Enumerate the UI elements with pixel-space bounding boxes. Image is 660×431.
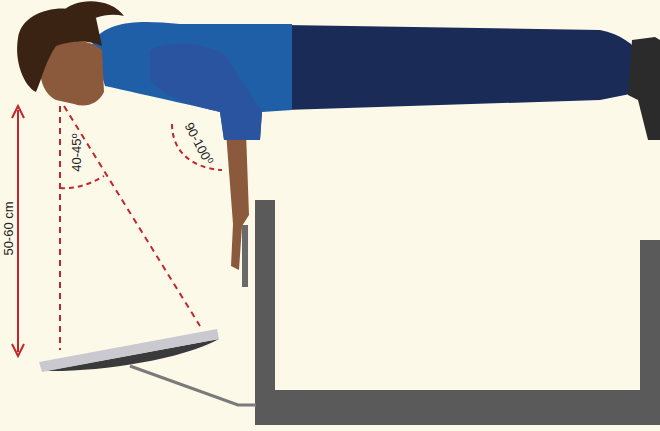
angle-label: 40-45⁰ (70, 133, 83, 171)
shoe (628, 37, 660, 140)
arrow-head (12, 344, 24, 356)
dimension-line (17, 110, 19, 352)
sight-line (59, 106, 61, 350)
tablet-screen (39, 329, 219, 372)
sight-line (64, 106, 200, 326)
arrow-head (12, 106, 24, 118)
dimension-label: 50-60 cm (2, 201, 15, 255)
pants (285, 25, 640, 110)
angle-arc (60, 176, 104, 188)
hair (17, 8, 102, 92)
angle-label: 90-100⁰ (183, 120, 216, 166)
holder-bar (242, 225, 248, 287)
ponytail (62, 1, 124, 24)
sleeve (150, 44, 262, 140)
table-leg (640, 240, 660, 395)
arm (226, 132, 249, 270)
table-base (255, 390, 660, 425)
stand-wire (130, 366, 256, 405)
